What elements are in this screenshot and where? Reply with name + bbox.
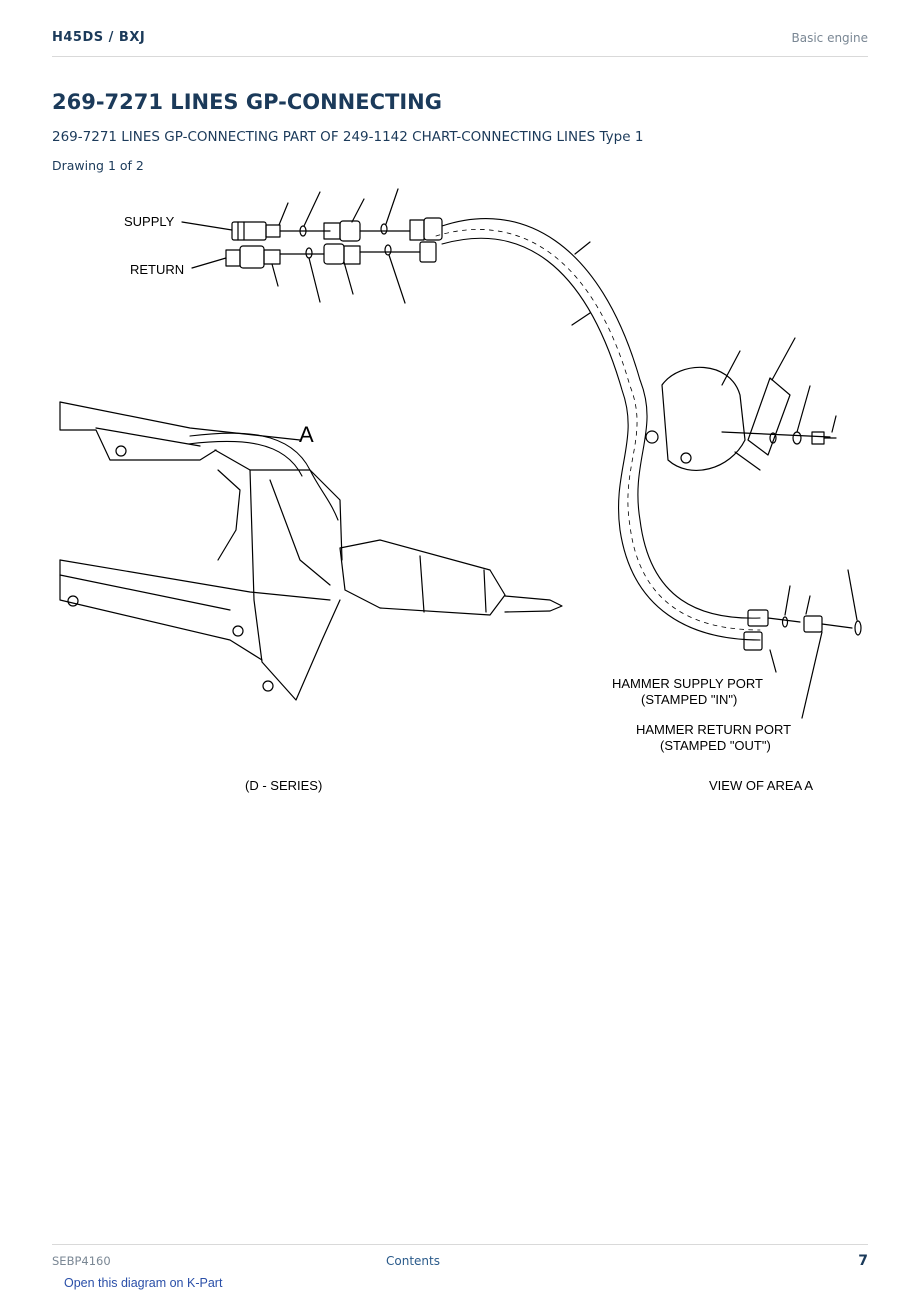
hose-assembly bbox=[435, 218, 862, 719]
return-fittings bbox=[191, 241, 437, 304]
supply-fittings bbox=[181, 188, 443, 242]
machine-outline bbox=[59, 401, 563, 701]
label-area-marker: A bbox=[299, 422, 314, 447]
label-hammer-return-port: HAMMER RETURN PORT bbox=[636, 722, 791, 737]
label-hammer-supply-port: HAMMER SUPPLY PORT bbox=[612, 676, 763, 691]
page-title: 269-7271 LINES GP-CONNECTING bbox=[52, 90, 442, 114]
label-d-series: (D - SERIES) bbox=[245, 778, 322, 793]
page-number: 7 bbox=[858, 1253, 868, 1269]
hose-clamp-bracket bbox=[645, 337, 837, 471]
document-id: SEBP4160 bbox=[52, 1254, 111, 1268]
label-return: RETURN bbox=[130, 262, 184, 277]
model-code: H45DS / BXJ bbox=[52, 30, 146, 45]
page-subtitle: 269-7271 LINES GP-CONNECTING PART OF 249… bbox=[52, 129, 644, 145]
contents-link[interactable]: Contents bbox=[386, 1254, 440, 1268]
open-diagram-kpart-link[interactable]: Open this diagram on K-Part bbox=[64, 1276, 223, 1290]
label-stamped-in: (STAMPED "IN") bbox=[641, 692, 737, 707]
label-stamped-out: (STAMPED "OUT") bbox=[660, 738, 771, 753]
drawing-count: Drawing 1 of 2 bbox=[52, 158, 144, 173]
label-supply: SUPPLY bbox=[124, 214, 175, 229]
section-name: Basic engine bbox=[791, 31, 868, 45]
page-footer: SEBP4160 Contents 7 bbox=[52, 1244, 868, 1269]
label-view-of-area-a: VIEW OF AREA A bbox=[709, 778, 813, 793]
parts-diagram: SUPPLY RETURN A HAMMER SUPPLY PORT (STAM… bbox=[59, 188, 862, 793]
page-header: H45DS / BXJ Basic engine bbox=[52, 28, 868, 57]
